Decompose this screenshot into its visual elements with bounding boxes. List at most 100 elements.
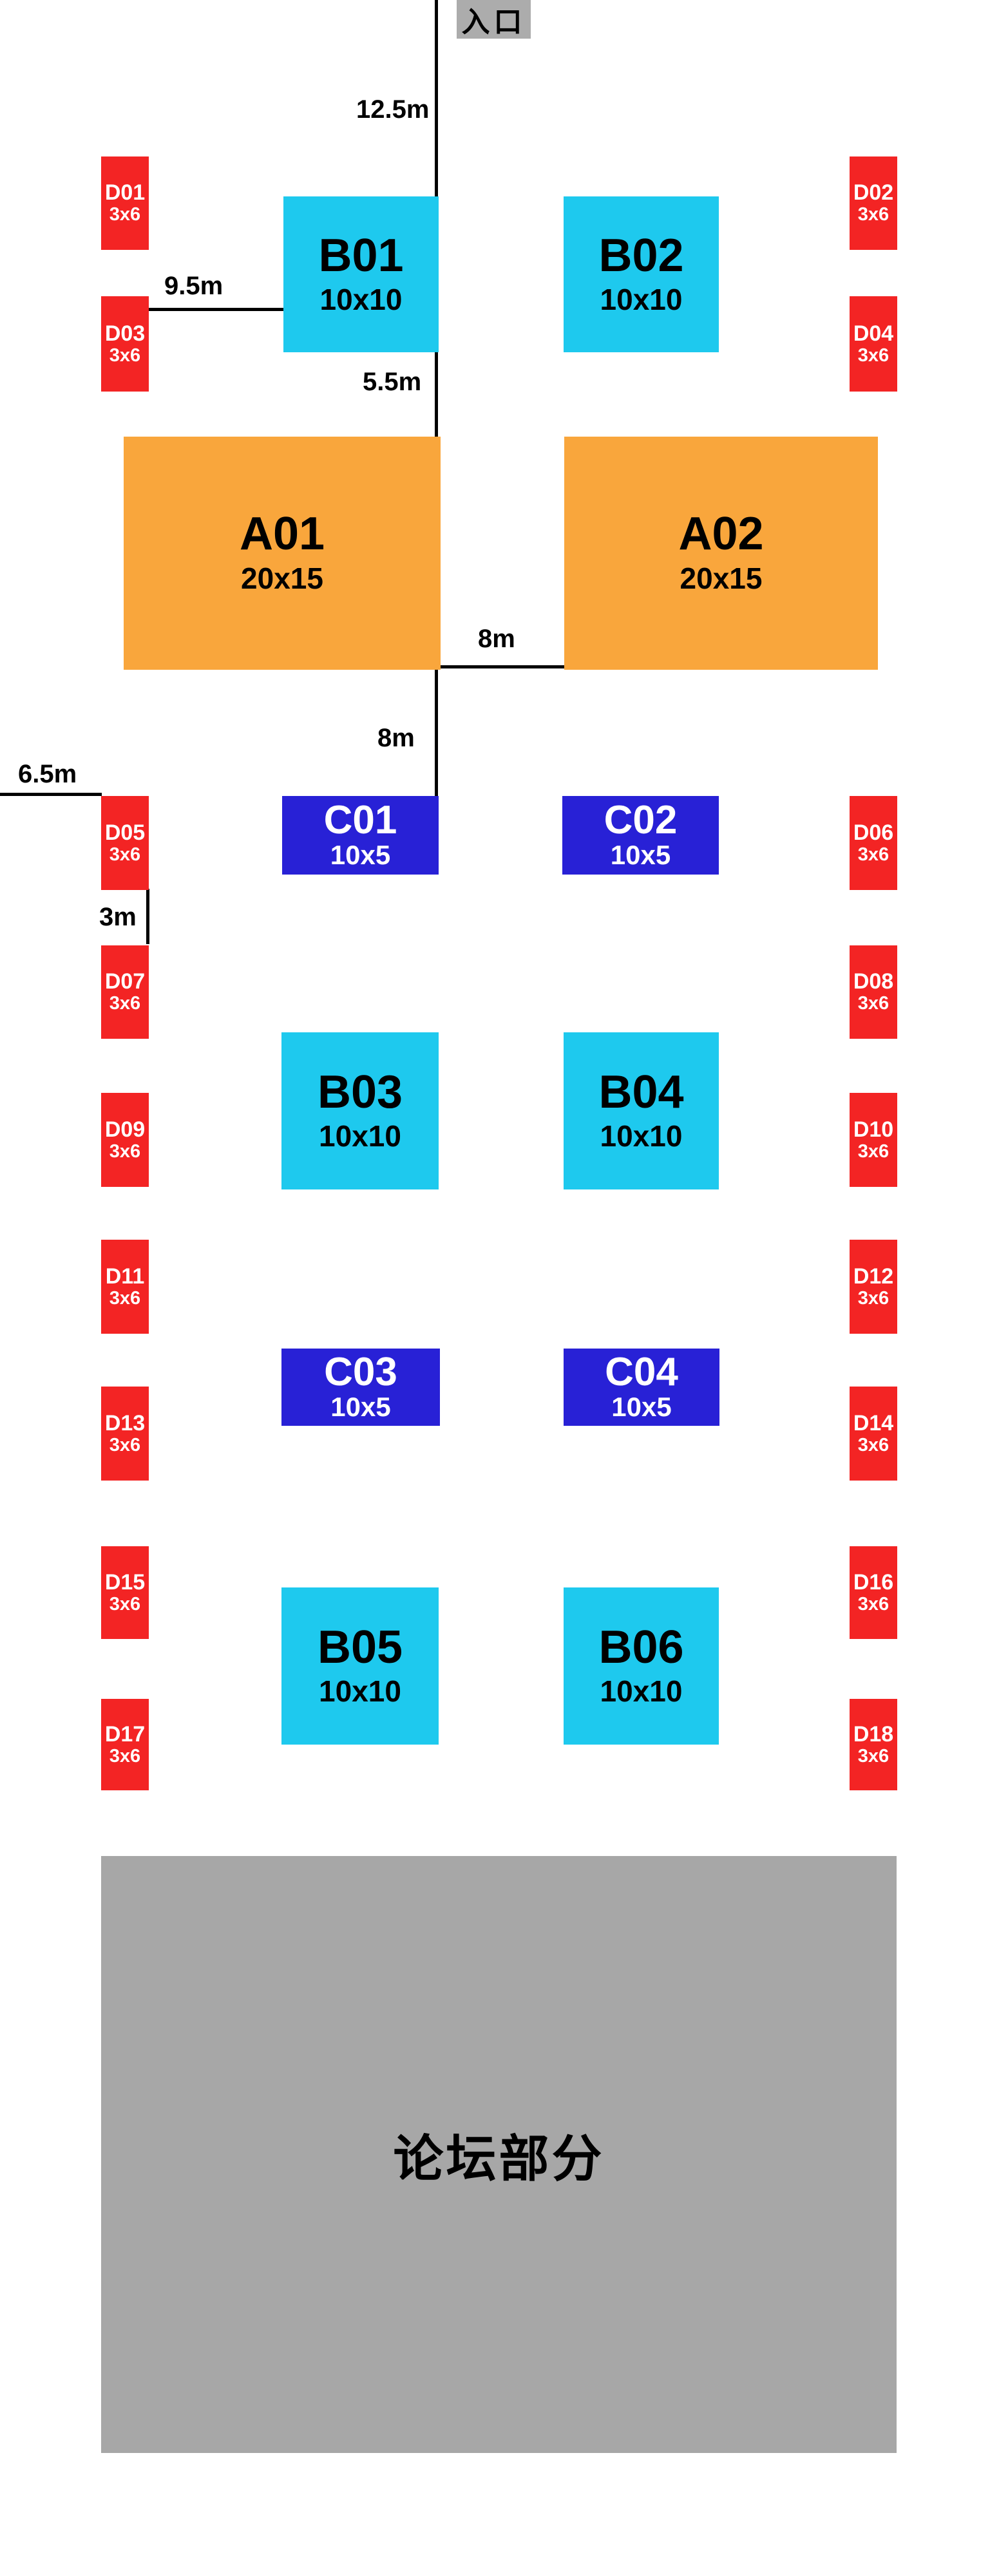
booth-id-label: D15 — [104, 1569, 146, 1595]
booth-size-label: 3x6 — [109, 1745, 141, 1766]
booth-size-label: 3x6 — [109, 844, 141, 865]
booth-id-label: C04 — [605, 1349, 678, 1394]
booth-id-label: D13 — [104, 1410, 146, 1435]
booth-size-label: 3x6 — [857, 204, 890, 225]
booth-id-label: D12 — [853, 1264, 894, 1289]
booth-id-label: D02 — [853, 180, 894, 205]
booth-size-label: 3x6 — [857, 1434, 890, 1455]
booth-id-label: D10 — [853, 1117, 894, 1142]
booth-size-label: 3x6 — [109, 1141, 141, 1162]
booth-size-label: 3x6 — [109, 993, 141, 1014]
booth-id-label: C02 — [604, 797, 678, 842]
booth-id-label: C01 — [323, 797, 397, 842]
booth-id-label: D04 — [853, 321, 894, 346]
booth-size-label: 10x10 — [319, 282, 403, 316]
booth-id-label: B02 — [598, 229, 684, 281]
booth-id-label: D18 — [853, 1721, 894, 1747]
booth-id-label: D06 — [853, 820, 894, 845]
booth-size-label: 10x5 — [610, 839, 671, 870]
booth-id-label: D03 — [104, 321, 146, 346]
dimension-label: 8m — [377, 724, 415, 752]
dimension-line — [0, 793, 102, 796]
dimension-line — [435, 352, 438, 437]
dimension-label: 6.5m — [18, 760, 77, 788]
booth-id-label: B03 — [317, 1066, 403, 1118]
booth-size-label: 10x10 — [600, 1674, 683, 1708]
booth-id-label: D11 — [105, 1264, 145, 1289]
booth-size-label: 3x6 — [857, 844, 890, 865]
booth-id-label: A02 — [678, 507, 764, 560]
booth-size-label: 3x6 — [857, 1745, 890, 1766]
booth-size-label: 20x15 — [680, 561, 763, 595]
booth-id-label: A01 — [239, 507, 325, 560]
booth-id-label: D07 — [104, 969, 146, 994]
booth-size-label: 10x10 — [600, 1119, 683, 1153]
dimension-line — [146, 889, 149, 944]
booth-size-label: 3x6 — [109, 1287, 141, 1309]
entrance-label: 入口 — [457, 0, 531, 39]
booth-size-label: 3x6 — [109, 1593, 141, 1615]
booth-size-label: 3x6 — [109, 204, 141, 225]
booth-size-label: 10x5 — [330, 1391, 391, 1422]
booth-size-label: 3x6 — [857, 1287, 890, 1309]
booth-id-label: D05 — [104, 820, 146, 845]
booth-id-label: D08 — [853, 969, 894, 994]
booth-forum: 论坛部分 — [101, 1856, 897, 2453]
booth-id-label: D14 — [853, 1410, 894, 1435]
booth-size-label: 10x10 — [600, 282, 683, 316]
dimension-line — [435, 0, 438, 197]
booth-id-label: B06 — [598, 1621, 684, 1673]
booth-id-label: D09 — [104, 1117, 146, 1142]
booth-size-label: 10x10 — [319, 1119, 401, 1153]
booth-size-label: 3x6 — [109, 1434, 141, 1455]
dimension-line — [441, 665, 564, 668]
booth-size-label: 20x15 — [241, 561, 323, 595]
dimension-label: 9.5m — [164, 272, 224, 300]
dimension-label: 8m — [478, 625, 515, 653]
booth-size-label: 3x6 — [857, 345, 890, 366]
dimension-line — [435, 670, 438, 796]
booth-id-label: B01 — [318, 229, 404, 281]
booth-size-label: 3x6 — [857, 1141, 890, 1162]
booth-id-label: D17 — [104, 1721, 146, 1747]
booth-id-label: D01 — [104, 180, 146, 205]
booth-size-label: 3x6 — [857, 1593, 890, 1615]
booth-size-label: 10x5 — [611, 1391, 672, 1422]
booth-id-label: B05 — [317, 1621, 403, 1673]
booth-size-label: 10x10 — [319, 1674, 401, 1708]
booth-id-label: 论坛部分 — [393, 2130, 605, 2187]
dimension-label: 5.5m — [363, 368, 422, 396]
booth-size-label: 3x6 — [857, 993, 890, 1014]
dimension-label: 3m — [99, 903, 137, 931]
booth-size-label: 10x5 — [330, 839, 391, 870]
